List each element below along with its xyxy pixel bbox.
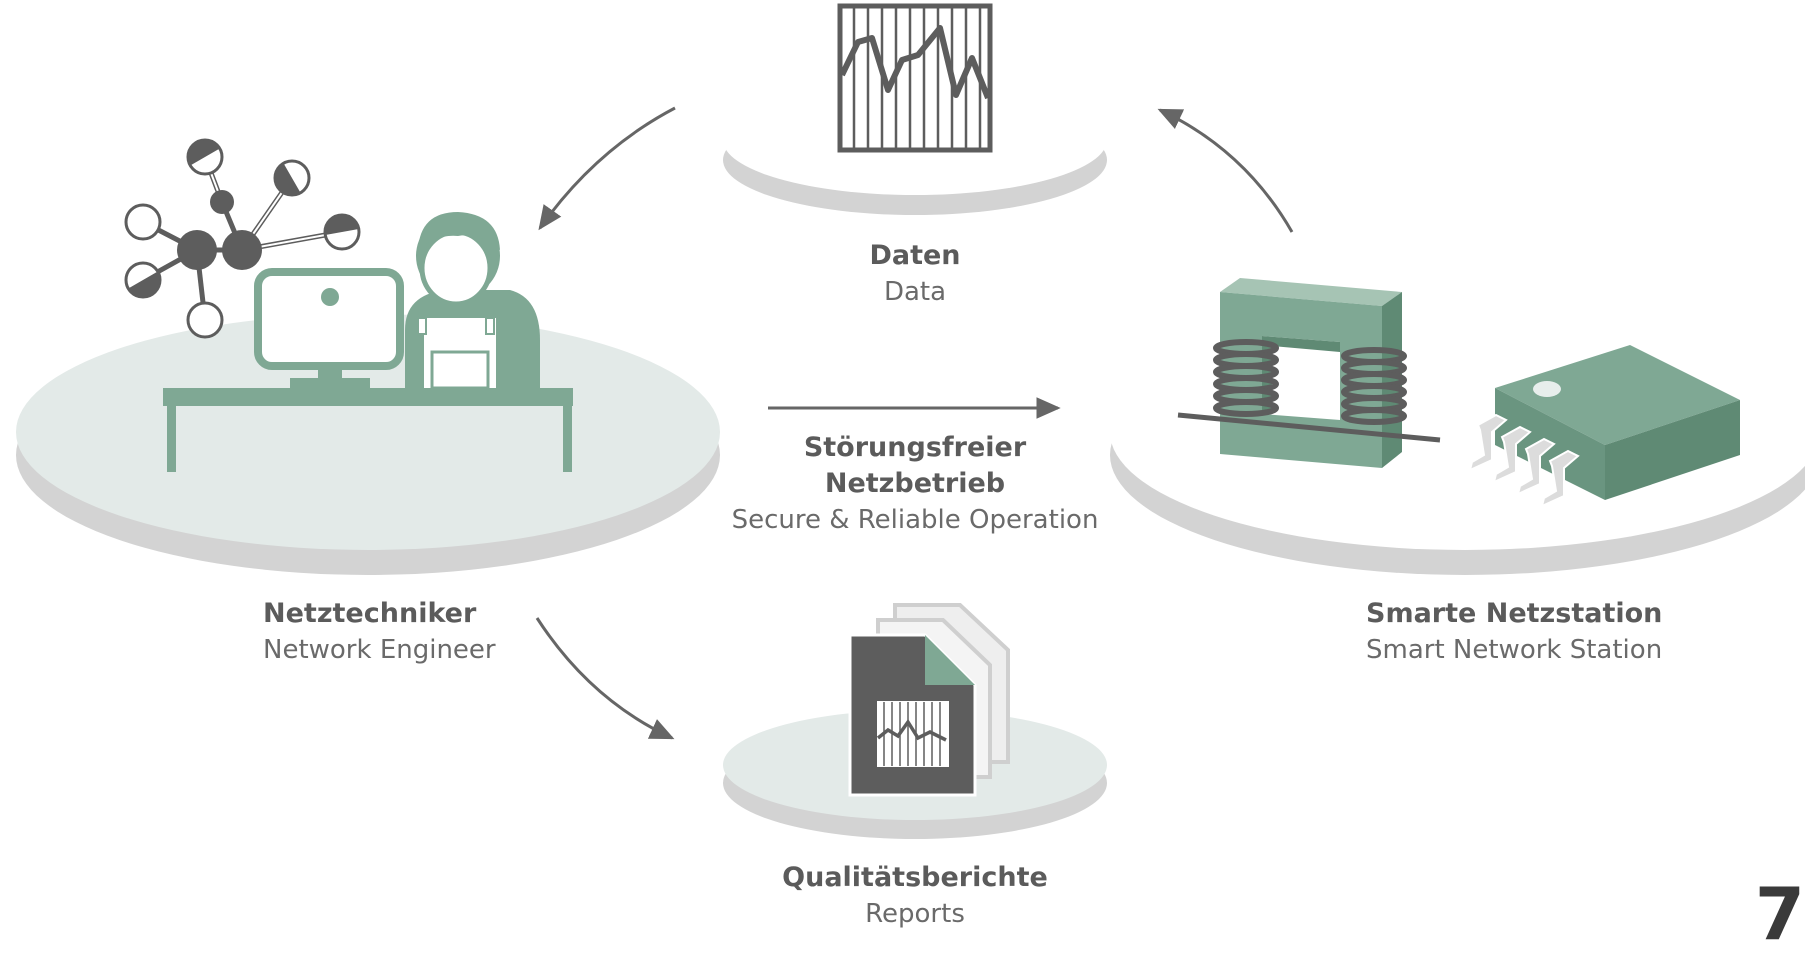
report-documents-icon	[848, 603, 1010, 797]
station-subtitle: Smart Network Station	[1366, 635, 1663, 665]
engineer-label: Netztechniker Network Engineer	[263, 596, 583, 668]
station-label: Smarte Netzstation Smart Network Station	[1366, 596, 1766, 668]
arrow-data-to-engineer	[538, 106, 676, 231]
reports-title: Qualitätsberichte	[782, 862, 1048, 893]
reports-label: Qualitätsberichte Reports	[765, 860, 1065, 932]
operation-title-line2: Netzbetrieb	[824, 468, 1006, 499]
data-label: Daten Data	[765, 238, 1065, 310]
monitor-chart-icon	[837, 3, 993, 153]
transformer-icon	[1177, 278, 1441, 468]
workflow-diagram	[16, 3, 1805, 839]
page-number: 7	[1754, 872, 1805, 956]
chip-icon	[1468, 345, 1740, 508]
engineer-icon	[163, 212, 573, 472]
network-graph-icon	[124, 138, 361, 339]
operation-subtitle: Secure & Reliable Operation	[731, 505, 1099, 535]
flow-arrows	[535, 106, 1294, 740]
data-title: Daten	[869, 240, 961, 271]
reports-subtitle: Reports	[865, 899, 965, 929]
station-title: Smarte Netzstation	[1366, 598, 1663, 629]
operation-title-line1: Störungsfreier	[803, 432, 1027, 463]
arrow-engineer-to-reports	[535, 617, 675, 740]
operation-label: Störungsfreier Netzbetrieb Secure & Reli…	[715, 430, 1115, 538]
engineer-subtitle: Network Engineer	[263, 635, 496, 665]
data-subtitle: Data	[883, 277, 947, 307]
arrow-station-to-data	[1157, 108, 1294, 233]
engineer-title: Netztechniker	[263, 598, 477, 629]
